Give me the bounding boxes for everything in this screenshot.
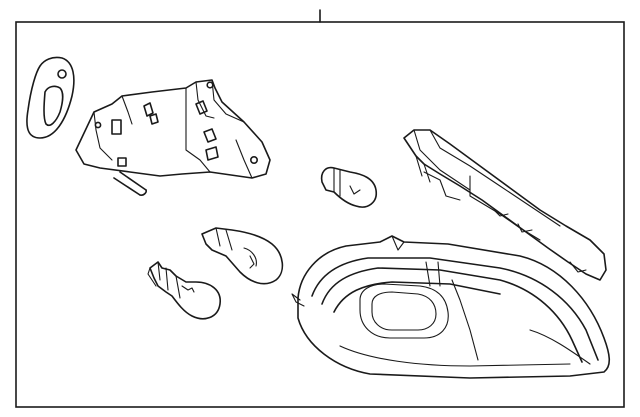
socket-housing-icon	[75, 79, 271, 196]
wedge-bulb-icon	[201, 227, 284, 285]
bracket-icon	[403, 129, 607, 281]
diagram-frame	[15, 21, 625, 408]
tail-lamp-icon	[291, 235, 611, 379]
socket-bulb-icon	[147, 261, 221, 320]
small-bulb-icon	[320, 166, 378, 208]
gasket-icon	[26, 56, 75, 139]
